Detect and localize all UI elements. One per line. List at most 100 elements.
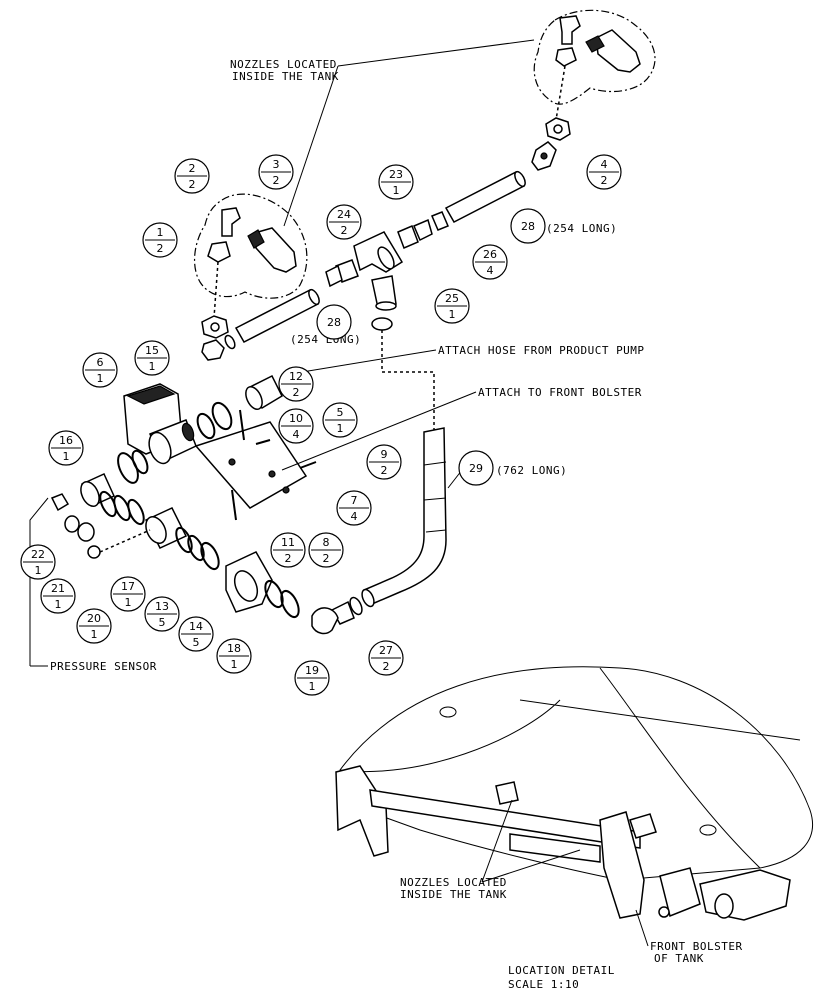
label-762: (762 LONG) (496, 464, 567, 477)
balloon-item-2: 22 (174, 158, 210, 194)
balloon-item-25: 251 (434, 288, 470, 324)
valve-port-6 (148, 431, 172, 465)
leader-nozzles-bottom-a (481, 849, 581, 883)
gasket-f (113, 494, 131, 522)
balloons: 12 22 32 42 51 61 74 82 92 104 112 122 1… (20, 154, 622, 696)
balloon-8-qty: 2 (323, 552, 330, 565)
leader-nozzles-right (337, 39, 535, 67)
balloon-item-28-right: 28 (510, 208, 546, 244)
leader-nozzles-left (283, 65, 339, 227)
nozzle-right (595, 29, 641, 73)
balloon-item-10: 104 (278, 408, 314, 444)
balloon-10-item: 10 (289, 412, 303, 425)
balloon-item-18: 181 (216, 638, 252, 674)
elbow-fitting-right (559, 15, 581, 45)
balloon-item-16: 161 (48, 430, 84, 466)
bracket-hole (268, 470, 276, 478)
balloon-5-item: 5 (337, 406, 344, 419)
balloon-10-qty: 4 (293, 428, 300, 441)
balloon-item-22: 221 (20, 544, 56, 580)
hose-28-right-end (514, 170, 526, 188)
balloon-18-qty: 1 (231, 658, 238, 671)
balloon-item-4: 42 (586, 154, 622, 190)
balloon-16-qty: 1 (63, 450, 70, 463)
balloon-item-23: 231 (378, 164, 414, 200)
nozzle-nut-right (585, 35, 605, 53)
label-scale: SCALE 1:10 (508, 978, 579, 991)
barb-fitting-upper (397, 225, 419, 249)
balloon-item-9: 92 (366, 444, 402, 480)
bracket-5 (194, 421, 308, 509)
clamp-left-hose (224, 334, 236, 350)
dash-hose-route (381, 330, 435, 430)
tank-port (699, 824, 717, 836)
bolt-11 (231, 489, 237, 521)
balloon-26-item: 26 (483, 248, 497, 261)
gasket-d (131, 449, 149, 475)
bolt-9 (299, 461, 317, 469)
front-bolster (659, 867, 701, 918)
balloon-6-qty: 1 (97, 372, 104, 385)
clamp-26b (413, 218, 433, 242)
balloon-22-item: 22 (31, 548, 45, 561)
label-front-bolster-1: FRONT BOLSTER (650, 940, 743, 953)
tank-location-detail (335, 666, 814, 921)
balloon-item-5: 51 (322, 402, 358, 438)
nozzle-left (255, 227, 297, 273)
balloon-item-3: 32 (258, 154, 294, 190)
balloon-16-item: 16 (59, 434, 73, 447)
plumbing-detail (699, 869, 791, 921)
bulkhead-right (555, 47, 577, 67)
balloon-item-20: 201 (76, 608, 112, 644)
balloon-9-item: 9 (381, 448, 388, 461)
balloon-18-item: 18 (227, 642, 241, 655)
balloon-11-qty: 2 (285, 552, 292, 565)
text-labels: NOZZLES LOCATED INSIDE THE TANK ATTACH H… (50, 58, 743, 991)
plumbing-port (714, 893, 734, 919)
tank-fill-cap (439, 706, 457, 718)
tank-seam (599, 667, 761, 869)
balloon-item-7: 74 (336, 490, 372, 526)
hex-nut-hole (553, 124, 563, 134)
balloon-14-qty: 5 (193, 636, 200, 649)
balloon-24-item: 24 (337, 208, 351, 221)
pipe-under-tank (509, 833, 601, 863)
balloon-17-qty: 1 (125, 596, 132, 609)
fitting-24b (325, 264, 343, 288)
balloon-29-item: 29 (469, 462, 483, 475)
gasket-c (117, 452, 139, 484)
nozzle-nut-left (247, 229, 265, 249)
balloon-11-item: 11 (281, 536, 295, 549)
tee-outlet-end (375, 301, 397, 311)
gasket-18b (280, 589, 300, 619)
hose-29 (362, 427, 447, 605)
balloon-item-21: 211 (40, 578, 76, 614)
leader-lines (29, 39, 649, 947)
balloon-19-qty: 1 (309, 680, 316, 693)
valve-assembly (50, 374, 317, 619)
label-pressure-sensor: PRESSURE SENSOR (50, 660, 157, 673)
tank-frame-right (599, 811, 645, 919)
balloon-2-qty: 2 (189, 178, 196, 191)
valve-port-6b (181, 422, 195, 442)
nozzle-detail-b (629, 813, 657, 839)
dash-line-left (213, 261, 219, 319)
bracket-hole (228, 458, 236, 466)
balloon-item-12: 122 (278, 366, 314, 402)
balloon-17-item: 17 (121, 580, 135, 593)
label-location-detail: LOCATION DETAIL (508, 964, 615, 977)
part-22 (64, 515, 80, 533)
tee-port (377, 246, 395, 270)
balloon-1-qty: 2 (157, 242, 164, 255)
bolt-10 (255, 439, 271, 445)
balloon-2-item: 2 (189, 162, 196, 175)
balloon-item-8: 82 (308, 532, 344, 568)
balloon-14-item: 14 (189, 620, 203, 633)
balloon-item-1: 12 (142, 222, 178, 258)
label-attach-bolster: ATTACH TO FRONT BOLSTER (478, 386, 642, 399)
balloon-21-item: 21 (51, 582, 65, 595)
balloon-13-qty: 5 (159, 616, 166, 629)
clamp-26 (431, 211, 449, 231)
nozzle-detail-a (495, 781, 519, 805)
